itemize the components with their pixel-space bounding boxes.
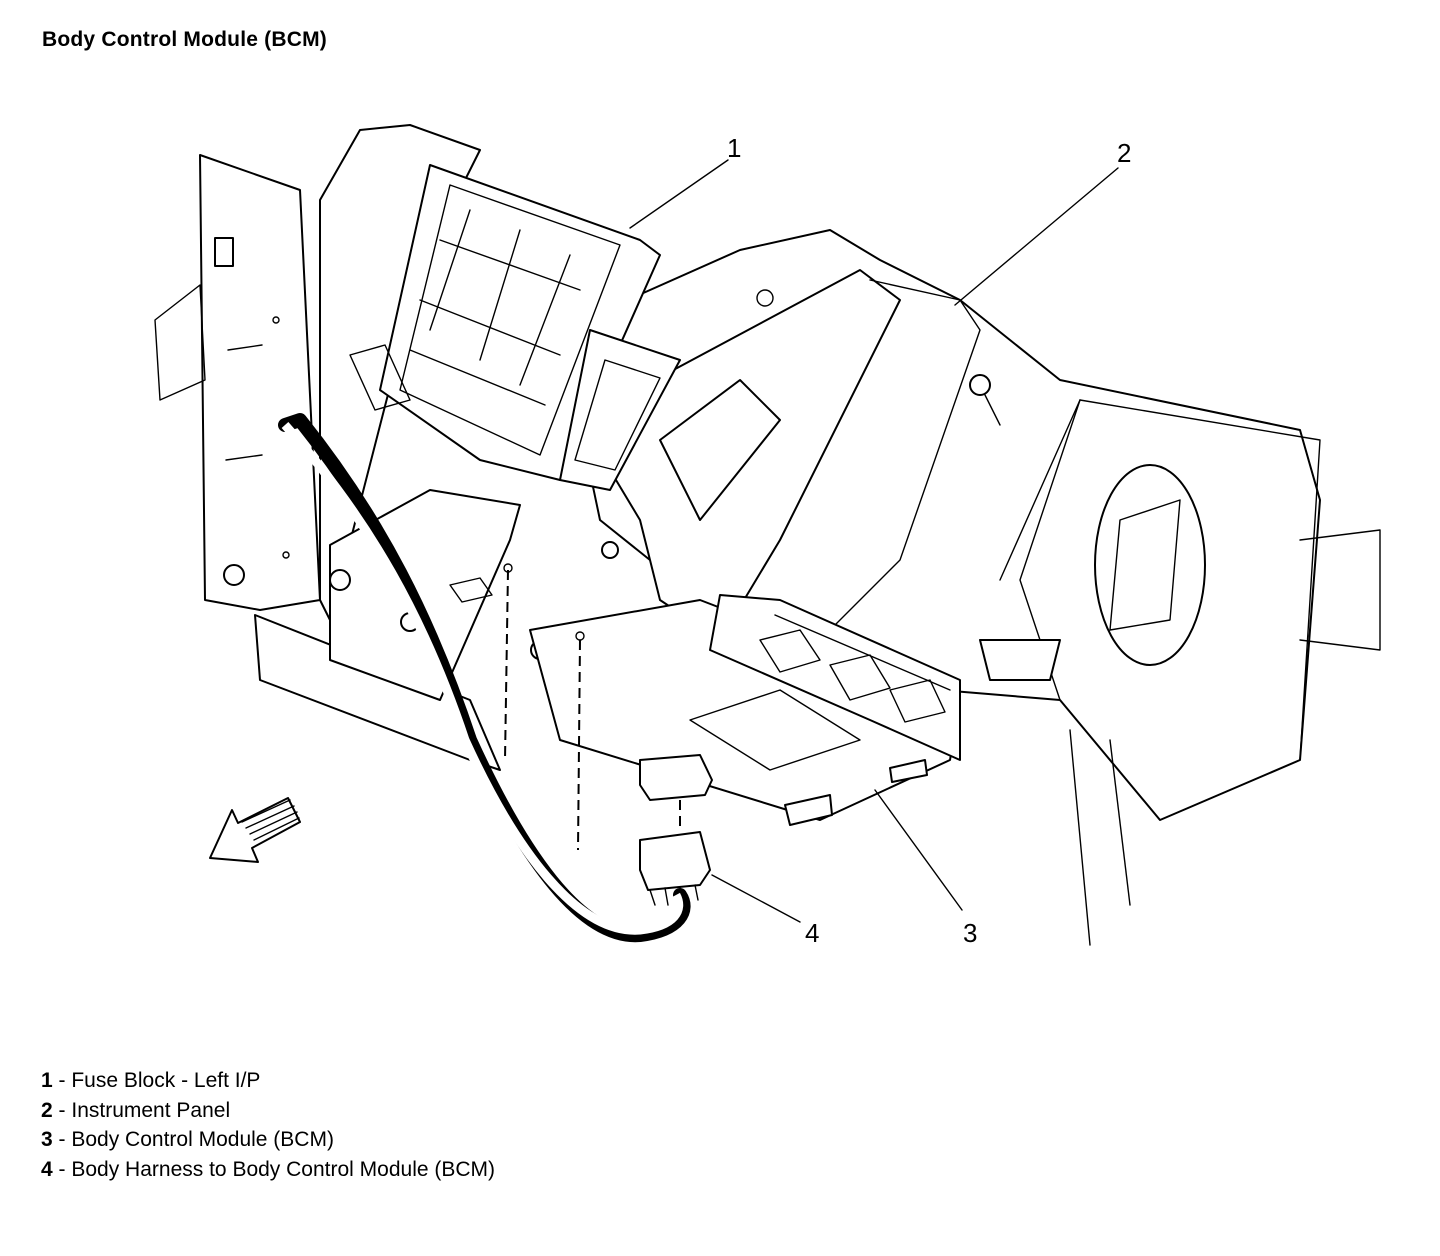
legend-item: 1 - Fuse Block - Left I/P <box>41 1069 261 1092</box>
legend-item: 4 - Body Harness to Body Control Module … <box>41 1157 496 1181</box>
legend: 1 - Fuse Block - Left I/P 2 - Instrument… <box>41 1066 495 1184</box>
forward-arrow-icon <box>209 797 301 863</box>
instrument-panel-illustration <box>559 229 1381 946</box>
fuse-block-illustration <box>349 164 681 491</box>
leader-line-4 <box>711 874 801 923</box>
harness-connector-illustration <box>278 413 713 943</box>
callout-4: 4 <box>805 918 819 948</box>
leader-line-3 <box>874 789 963 911</box>
legend-item: 2 - Instrument Panel <box>41 1098 231 1122</box>
callout-1: 1 <box>727 133 741 163</box>
callout-2: 2 <box>1117 138 1131 168</box>
leader-line-1 <box>629 159 729 229</box>
page-title: Body Control Module (BCM) <box>42 28 327 51</box>
callout-3: 3 <box>963 918 977 948</box>
bcm-location-diagram: 1 2 3 4 <box>154 124 1381 948</box>
leader-line-2 <box>954 167 1119 306</box>
legend-item: 3 - Body Control Module (BCM) <box>41 1128 334 1151</box>
bcm-illustration <box>529 594 961 826</box>
